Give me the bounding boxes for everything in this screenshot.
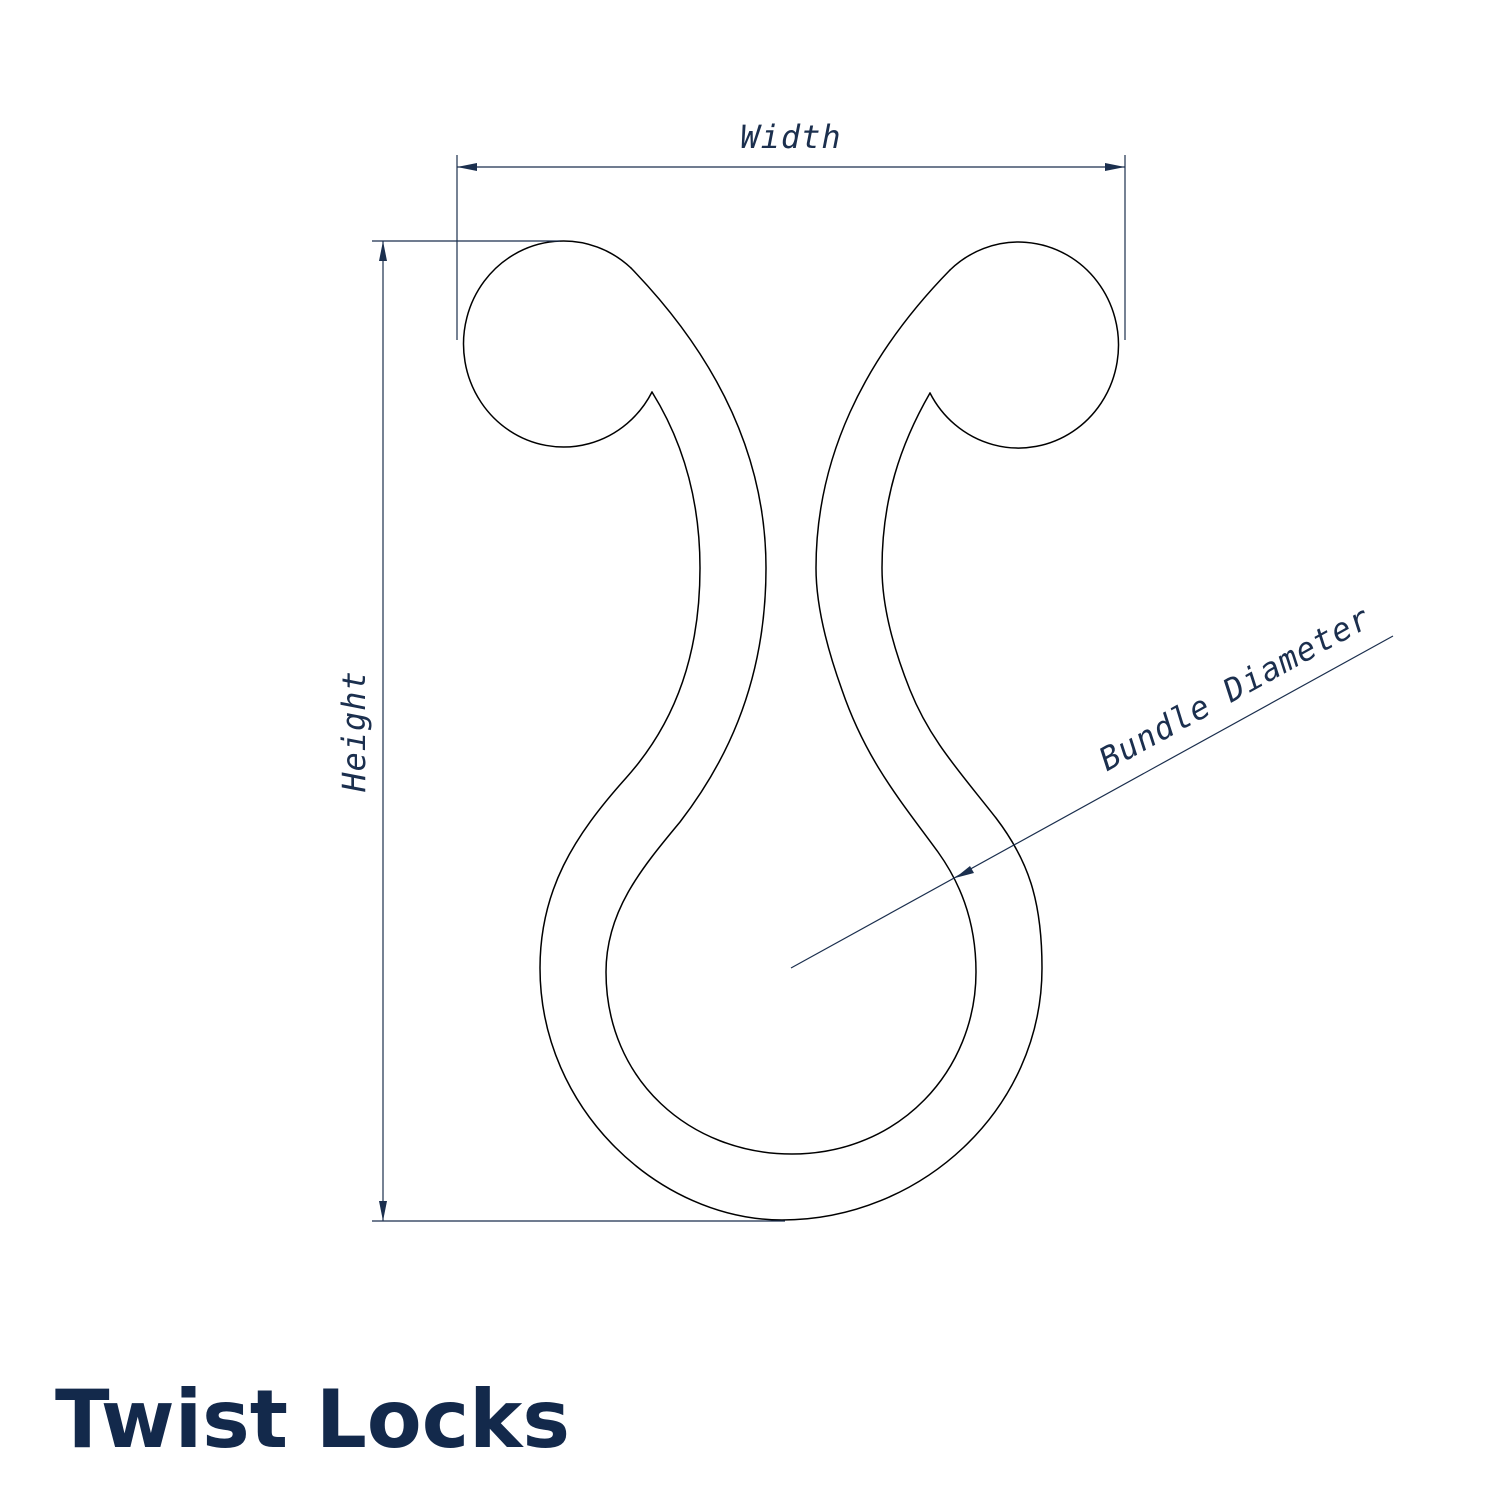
height-arrow-top [379, 241, 387, 261]
left-eyelet [462, 240, 653, 448]
page-title: Twist Locks [55, 1373, 570, 1466]
right-eyelet [929, 241, 1120, 449]
bundle-diameter-dimension: Bundle Diameter [790, 598, 1394, 969]
width-arrow-left [457, 163, 477, 171]
width-label: Width [740, 118, 841, 156]
twist-lock-outline [462, 240, 1120, 1221]
width-arrow-right [1105, 163, 1125, 171]
bundle-diameter-arrow [955, 866, 974, 878]
inner-contour [539, 391, 1043, 1221]
outer-contour [605, 267, 977, 1155]
bundle-diameter-label: Bundle Diameter [1092, 598, 1376, 778]
width-dimension: Width [456, 118, 1126, 340]
height-arrow-bottom [379, 1201, 387, 1221]
height-dimension: Height [335, 240, 785, 1222]
bundle-diameter-leader [790, 635, 1394, 969]
height-label: Height [335, 670, 373, 793]
